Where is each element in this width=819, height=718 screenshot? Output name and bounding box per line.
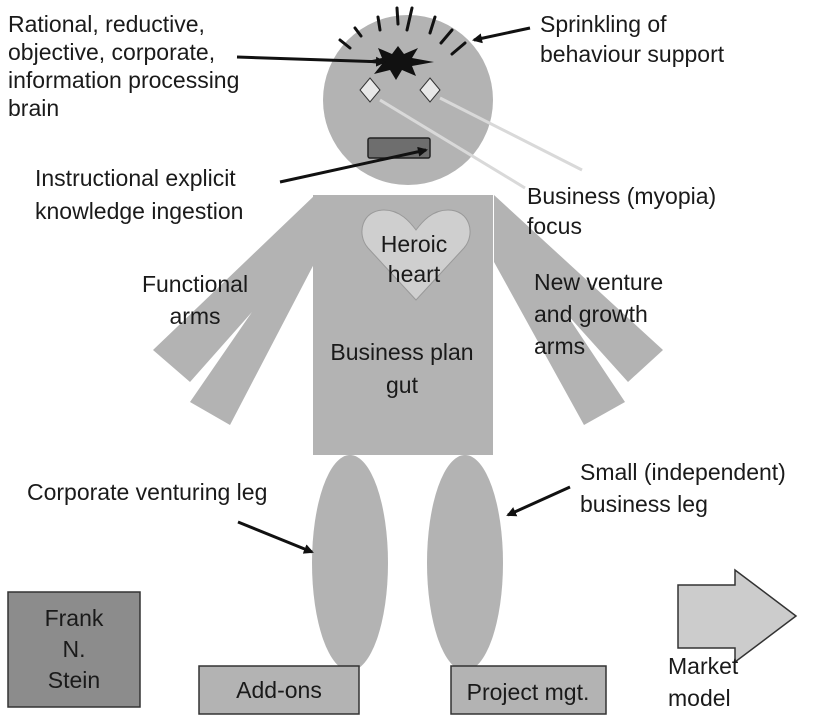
label-line: business leg <box>580 491 708 517</box>
label-line: Heroic <box>381 231 447 257</box>
behaviour-arrow <box>472 26 531 44</box>
frank-n-stein-box <box>7 591 141 708</box>
corp-leg-label: Corporate venturing leg <box>27 479 267 505</box>
label-line: Frank <box>45 605 104 631</box>
label-line: and growth <box>534 301 648 327</box>
label-line: Market <box>668 653 739 679</box>
behaviour-label: Sprinkling of behaviour support <box>540 11 725 67</box>
label-line: Business (myopia) <box>527 183 716 209</box>
add-ons-box <box>198 665 360 715</box>
label-line: behaviour support <box>540 41 725 67</box>
label-line: Instructional explicit <box>35 165 236 191</box>
label-line: Add-ons <box>236 677 322 703</box>
label-line: Business plan <box>330 339 473 365</box>
label-line: Corporate venturing leg <box>27 479 267 505</box>
left-leg <box>312 455 388 671</box>
focus-label: Business (myopia) focus <box>527 183 716 239</box>
label-line: New venture <box>534 269 663 295</box>
label-line: N. <box>63 636 86 662</box>
add-ons-label: Add-ons <box>236 677 322 703</box>
label-line: Small (independent) <box>580 459 786 485</box>
label-line: Rational, reductive, <box>8 11 205 37</box>
label-line: Stein <box>48 667 100 693</box>
label-line: Project mgt. <box>467 679 590 705</box>
right-leg <box>427 455 503 671</box>
hair-spikes <box>338 6 467 56</box>
heart <box>361 209 471 301</box>
project-mgt-box <box>450 665 607 715</box>
small-leg-arrow <box>506 485 571 517</box>
focus-line-2 <box>439 96 583 172</box>
project-mgt-label: Project mgt. <box>467 679 590 705</box>
label-line: information processing <box>8 67 239 93</box>
corp-leg-arrow <box>237 520 314 554</box>
left-eye <box>359 77 381 103</box>
venture-arms-label: New venture and growth arms <box>534 269 663 359</box>
label-line: knowledge ingestion <box>35 198 243 224</box>
label-line: Sprinkling of <box>540 11 667 37</box>
right-eye <box>419 77 441 103</box>
heart-label: Heroic heart <box>381 231 447 287</box>
small-leg-label: Small (independent) business leg <box>580 459 786 517</box>
gut-label: Business plan gut <box>330 339 473 398</box>
brain-label: Rational, reductive,objective, corporate… <box>8 11 239 121</box>
ingestion-label: Instructional explicit knowledge ingestio… <box>35 165 243 224</box>
annotation-arrows <box>236 26 571 554</box>
functional-arms-label: Functional arms <box>142 271 248 329</box>
right-arm <box>494 195 663 425</box>
head <box>323 15 493 185</box>
market-model-label: Market model <box>668 653 739 711</box>
left-arm <box>153 195 315 425</box>
label-line: gut <box>386 372 419 398</box>
label-line: brain <box>8 95 59 121</box>
focus-line-1 <box>379 98 526 190</box>
brain-star <box>362 46 434 80</box>
label-line: heart <box>388 261 441 287</box>
label-line: objective, corporate, <box>8 39 215 65</box>
market-model-arrow <box>677 568 798 664</box>
label-line: focus <box>527 213 582 239</box>
label-line: Functional <box>142 271 248 297</box>
brain-arrow <box>236 55 386 67</box>
ingestion-arrow <box>279 146 428 184</box>
label-line: arms <box>169 303 220 329</box>
label-line: arms <box>534 333 585 359</box>
label-line: model <box>668 685 731 711</box>
